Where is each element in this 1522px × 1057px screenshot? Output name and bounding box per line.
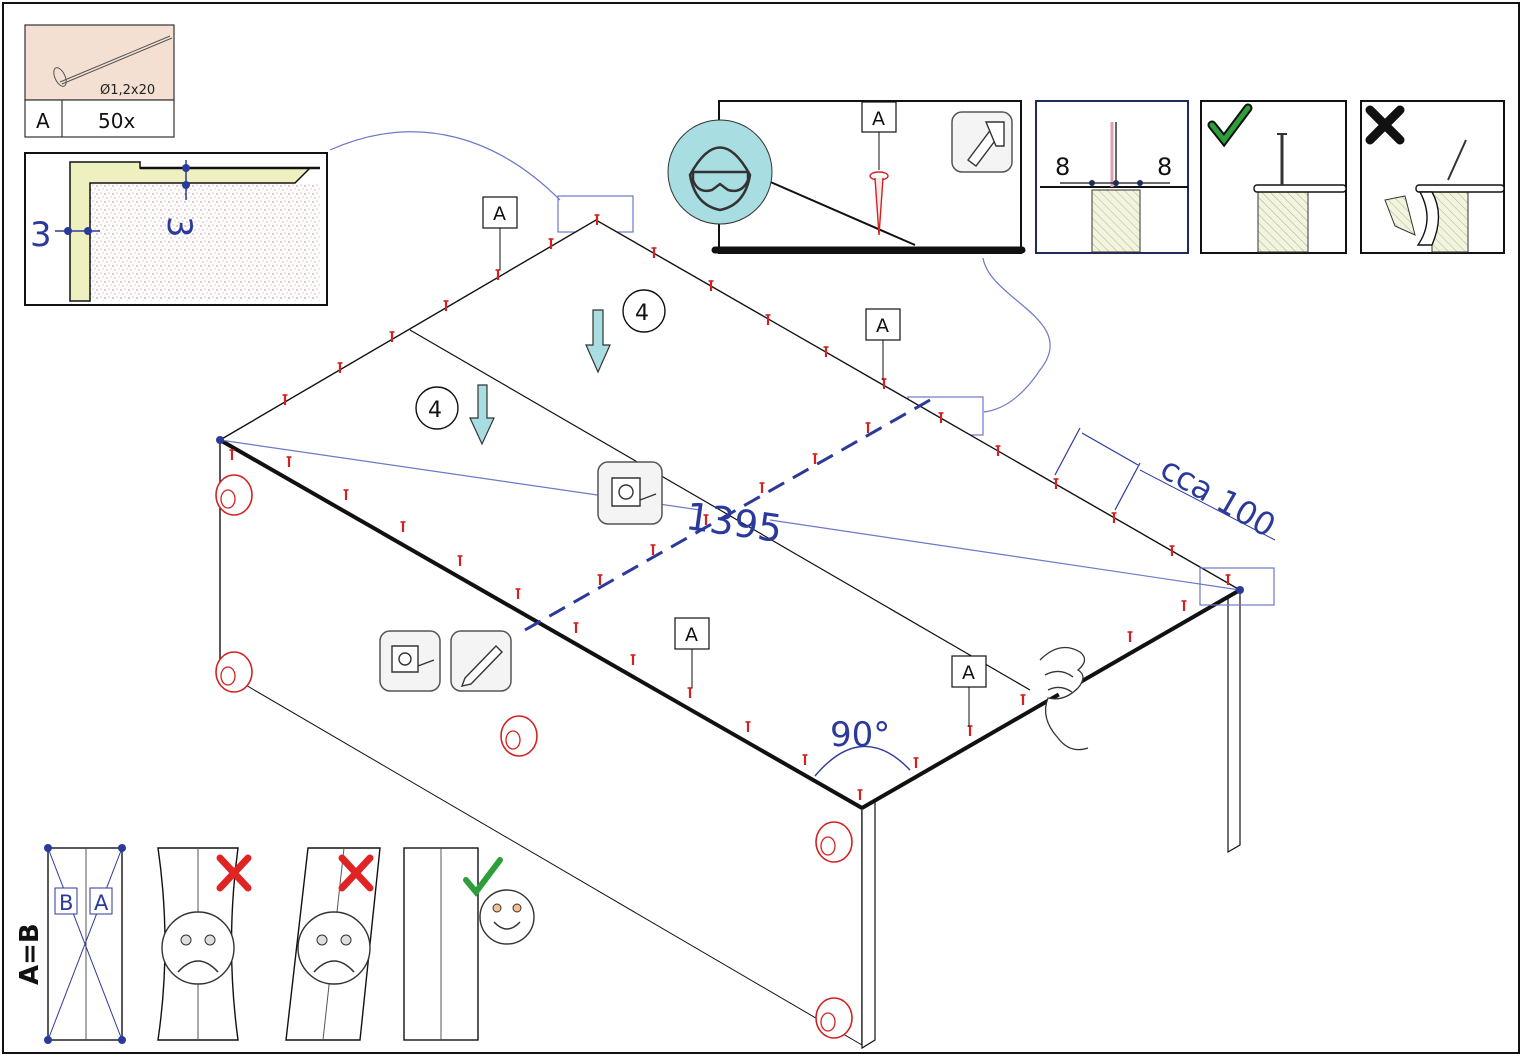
dimension-3-right: 3 [159,216,199,238]
part-letter: A [36,109,50,133]
callout-connector-right [982,257,1051,413]
center-marking-line [524,398,931,632]
sad-face-icon-2 [297,911,371,985]
correct-nailing-detail [1200,100,1347,254]
svg-text:cca 100: cca 100 [1154,449,1282,545]
corner-detail: 3 3 [24,152,328,306]
tool-icons [379,461,663,692]
nail-type-labels: A A A A [482,196,987,727]
correct-icon [463,857,503,897]
cross-icon [1365,105,1405,145]
label-a-4: A [962,662,975,684]
callout-frame-corner [1199,567,1275,606]
wrong-icon-2 [338,854,374,892]
dimension-3-left: 3 [30,215,52,255]
cabinet-end-panel [862,590,1240,1045]
cabinet-drawing [216,219,1275,1050]
happy-face-icon [479,889,535,945]
parts-table: Ø1,2x20 A 50x [24,24,175,138]
sad-face-icon [161,911,235,985]
down-arrow-icon-2 [469,384,495,446]
part-quantity: 50x [98,109,135,133]
label-a-3: A [685,624,698,646]
nail-spacing-detail: 8 8 [1035,100,1189,254]
step-number-2: 4 [428,398,442,423]
label-a-2: A [876,315,889,337]
down-arrow-icon [585,309,611,374]
nail-size-label: Ø1,2x20 [100,83,155,98]
spacing-left-value: 8 [1055,153,1070,181]
diagonal-a-label: A [94,891,109,915]
wrong-icon [216,854,252,892]
hand-icon [1039,646,1089,751]
cabinet-front-side [220,440,862,1045]
svg-text:90°: 90° [830,715,890,755]
squareness-check: A=B B A [15,844,535,1044]
nailing-detail: A [667,100,1026,254]
step-indicators: 4 4 [415,289,666,446]
nail-callout-label: A [872,108,885,130]
label-a-1: A [493,203,506,225]
nail-head-icon [53,67,67,87]
wrong-nailing-detail [1360,100,1505,254]
angle-dimension: 90° [814,715,911,777]
equal-diagonals-rule: A=B [15,923,45,985]
step-number-1: 4 [635,301,649,326]
spacing-right-value: 8 [1157,153,1172,181]
callout-connector-left [329,131,561,201]
diagonal-b-label: B [59,891,73,915]
